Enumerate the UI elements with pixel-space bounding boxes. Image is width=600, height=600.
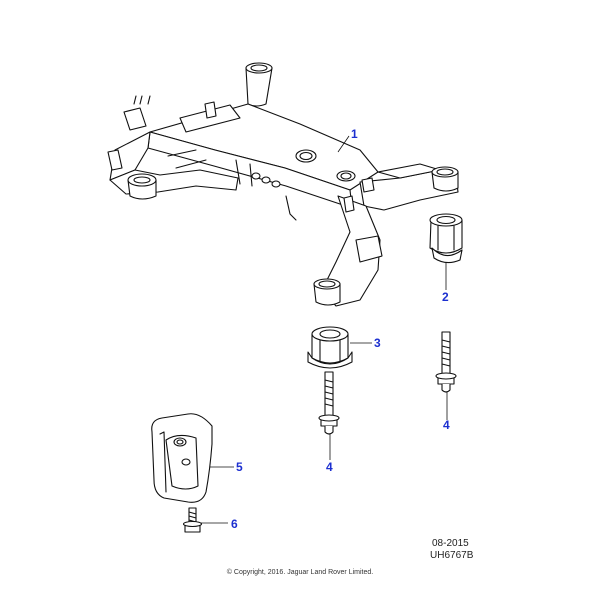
bush-part-2 [429, 213, 463, 264]
callout-2: 2 [442, 290, 449, 304]
callout-1: 1 [351, 127, 358, 141]
callout-5: 5 [236, 460, 243, 474]
callout-4-left: 4 [326, 460, 333, 474]
callout-3: 3 [374, 336, 381, 350]
bolt-part-4-left [318, 371, 340, 435]
drawing-reference: UH6767B [430, 550, 474, 561]
leader-line-1 [337, 135, 350, 153]
callout-4-right: 4 [443, 418, 450, 432]
bush-part-3 [307, 326, 353, 369]
date-code: 08-2015 [432, 538, 469, 549]
copyright-notice: © Copyright, 2016. Jaguar Land Rover Lim… [226, 569, 374, 576]
bolt-part-4-right [435, 331, 457, 393]
callout-6: 6 [231, 517, 238, 531]
subframe-part-1 [107, 62, 459, 307]
bolt-part-6 [182, 507, 203, 533]
plate-part-5 [151, 413, 213, 503]
